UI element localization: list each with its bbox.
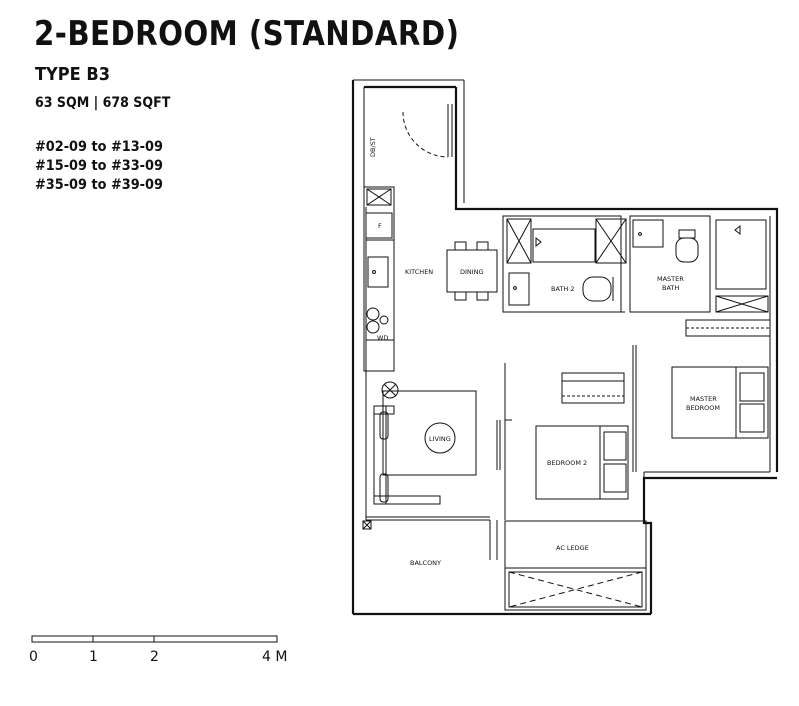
master-bedroom-label: BEDROOM [686, 404, 720, 412]
fridge-label: F [378, 222, 382, 230]
ac-ledge [504, 520, 647, 611]
bath-2 [502, 215, 627, 313]
room-labels: KITCHEN DINING BATH 2 MASTER BATH MASTER… [369, 137, 720, 567]
unit-range: #15-09 to #33-09 [35, 158, 163, 174]
scale-labels: 0 1 2 4 M [29, 649, 287, 665]
outer-walls [351, 80, 779, 616]
unit-area: 63 SQM | 678 SQFT [35, 95, 171, 111]
scale-tick-label: 2 [150, 649, 159, 665]
unit-type: TYPE B3 [35, 64, 110, 85]
bath-2-label: BATH 2 [551, 285, 574, 293]
master-wardrobe [685, 319, 771, 337]
kitchen-label: KITCHEN [405, 268, 433, 276]
dining-table [446, 241, 498, 301]
bedroom-2-label: BEDROOM 2 [547, 459, 587, 467]
balcony-label: BALCONY [410, 559, 441, 567]
living-area [373, 381, 477, 505]
plan-title: 2-BEDROOM (STANDARD) [34, 14, 460, 54]
living-label: LIVING [429, 435, 451, 443]
scale-tick-label: 1 [89, 649, 98, 665]
unit-range: #35-09 to #39-09 [35, 177, 163, 193]
scale-bar [31, 635, 278, 643]
master-bath [629, 215, 769, 313]
master-bed [632, 345, 769, 472]
master-bath-label: MASTER [657, 275, 684, 283]
washer-dryer-label: WD [377, 334, 388, 342]
unit-number-list: #02-09 to #13-09 #15-09 to #33-09 #35-09… [35, 138, 163, 195]
bedroom-2 [496, 363, 629, 520]
unit-range: #02-09 to #13-09 [35, 139, 163, 155]
master-bath-label: BATH [662, 284, 679, 292]
master-bedroom-label: MASTER [690, 395, 717, 403]
db-st-label: DB/ST [369, 137, 377, 157]
scale-tick-label: 4 M [262, 649, 287, 665]
entrance-door [402, 104, 453, 158]
scale-tick-label: 0 [29, 649, 38, 665]
balcony [362, 516, 498, 560]
ac-ledge-label: AC LEDGE [556, 544, 589, 552]
dining-label: DINING [460, 268, 484, 276]
kitchen-counter [363, 186, 395, 372]
